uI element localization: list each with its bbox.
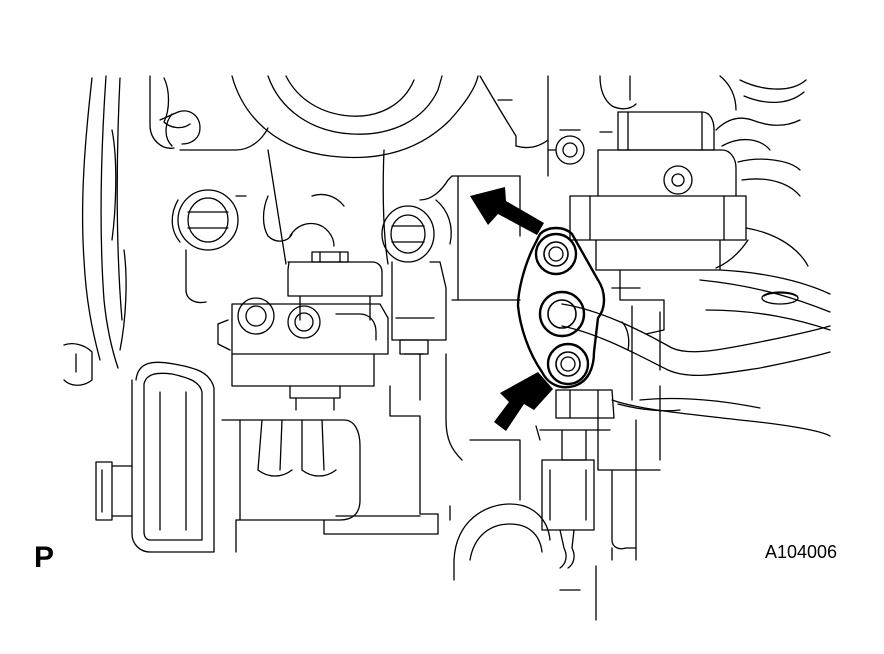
bracket-plate (518, 228, 604, 387)
central-column (264, 150, 389, 320)
arrow-icon (494, 372, 553, 431)
valve-body (218, 298, 388, 410)
right-assembly (548, 76, 746, 334)
electrical-connector (96, 362, 214, 552)
bolt-right-column (382, 200, 451, 354)
bottom-fitting (450, 504, 550, 580)
bolt-left (172, 190, 246, 303)
upper-bolt (536, 234, 576, 274)
top-housing (160, 76, 548, 200)
view-marker: P (34, 541, 55, 574)
mid-right-lines (446, 176, 520, 500)
arrow-icon (470, 187, 544, 235)
upper-right-housing (700, 76, 830, 330)
figure-code: A104006 (765, 542, 838, 562)
lower-bolt (548, 344, 588, 384)
union-bolt (540, 292, 584, 336)
lower-assembly (222, 354, 438, 552)
left-housing (64, 76, 190, 385)
fuel-pipe (562, 304, 830, 436)
sensor-assembly (536, 386, 680, 620)
